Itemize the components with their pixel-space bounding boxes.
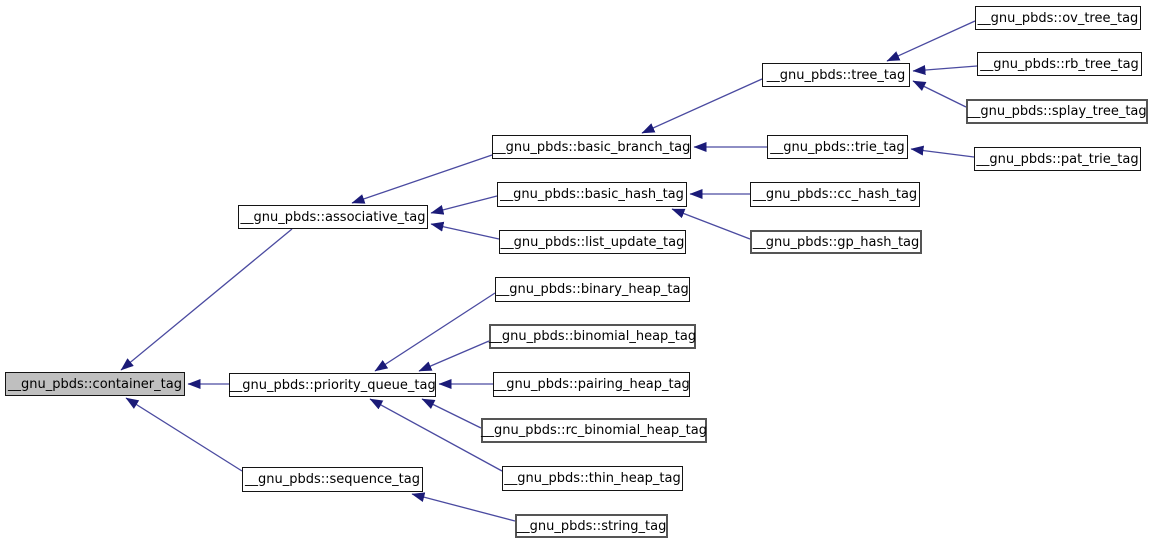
node-binary-heap-tag[interactable]: __gnu_pbds::binary_heap_tag [495, 277, 690, 302]
node-sequence-tag[interactable]: __gnu_pbds::sequence_tag [242, 467, 423, 492]
node-string-tag[interactable]: __gnu_pbds::string_tag [515, 514, 668, 538]
node-list-update-tag[interactable]: __gnu_pbds::list_update_tag [499, 230, 686, 254]
edge-binomial-heap-to-priority-queue [418, 340, 490, 372]
edge-rb-tree-to-tree [912, 65, 978, 76]
edge-sequence-to-container [125, 397, 243, 472]
node-associative-tag[interactable]: __gnu_pbds::associative_tag [238, 205, 428, 229]
edge-pat-trie-to-trie [910, 145, 975, 158]
edge-splay-tree-to-tree [912, 80, 967, 108]
node-gp-hash-tag[interactable]: __gnu_pbds::gp_hash_tag [750, 230, 922, 254]
node-priority-queue-tag[interactable]: __gnu_pbds::priority_queue_tag [229, 373, 436, 397]
edge-associative-to-container [120, 228, 293, 371]
edge-basic-hash-to-associative [430, 195, 498, 215]
node-rc-binomial-heap-tag[interactable]: __gnu_pbds::rc_binomial_heap_tag [481, 418, 707, 443]
edge-gp-hash-to-basic-hash [671, 208, 751, 240]
edge-string-to-sequence [411, 492, 516, 522]
node-pairing-heap-tag[interactable]: __gnu_pbds::pairing_heap_tag [493, 372, 690, 397]
node-splay-tree-tag[interactable]: __gnu_pbds::splay_tree_tag [966, 99, 1148, 124]
node-ov-tree-tag[interactable]: __gnu_pbds::ov_tree_tag [975, 6, 1141, 30]
node-tree-tag[interactable]: __gnu_pbds::tree_tag [762, 63, 910, 87]
node-trie-tag[interactable]: __gnu_pbds::trie_tag [767, 135, 908, 159]
node-cc-hash-tag[interactable]: __gnu_pbds::cc_hash_tag [750, 182, 920, 207]
node-rb-tree-tag[interactable]: __gnu_pbds::rb_tree_tag [977, 52, 1142, 76]
edge-ov-tree-to-tree [886, 20, 976, 62]
node-container-tag[interactable]: __gnu_pbds::container_tag [5, 372, 185, 396]
edge-basic-branch-to-associative [351, 154, 493, 204]
node-pat-trie-tag[interactable]: __gnu_pbds::pat_trie_tag [974, 147, 1141, 171]
edge-tree-to-basic-branch [641, 78, 763, 134]
edge-rc-binomial-heap-to-priority-queue [421, 398, 482, 429]
node-basic-branch-tag[interactable]: __gnu_pbds::basic_branch_tag [492, 135, 691, 159]
edge-binary-heap-to-priority-queue [374, 292, 496, 372]
edge-list-update-to-associative [430, 221, 500, 240]
node-binomial-heap-tag[interactable]: __gnu_pbds::binomial_heap_tag [489, 324, 696, 349]
node-thin-heap-tag[interactable]: __gnu_pbds::thin_heap_tag [502, 466, 683, 491]
node-basic-hash-tag[interactable]: __gnu_pbds::basic_hash_tag [497, 182, 687, 207]
edge-thin-heap-to-priority-queue [369, 398, 503, 472]
